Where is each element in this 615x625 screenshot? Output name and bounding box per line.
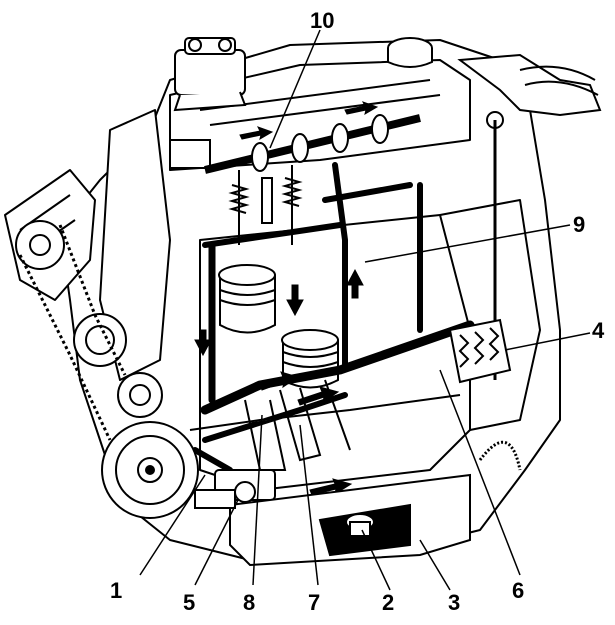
callout-4: 4 bbox=[592, 318, 605, 343]
flywheel-icon bbox=[478, 440, 522, 471]
oil-filter-icon bbox=[448, 318, 512, 384]
distributor-icon bbox=[173, 37, 247, 112]
leader-lines bbox=[139, 29, 591, 591]
callout-5: 5 bbox=[183, 590, 195, 615]
oil-strainer-icon bbox=[194, 489, 236, 509]
piston-icon bbox=[218, 264, 276, 334]
drain-plug-icon bbox=[345, 513, 375, 537]
callout-6: 6 bbox=[512, 578, 524, 603]
pulley-icon bbox=[101, 421, 199, 519]
flow-arrow-icon bbox=[194, 101, 379, 496]
timing-belt-icon bbox=[18, 224, 127, 441]
callout-7: 7 bbox=[308, 590, 320, 615]
camshaft-icon bbox=[169, 114, 421, 174]
callout-9: 9 bbox=[573, 212, 585, 237]
callout-3: 3 bbox=[448, 590, 460, 615]
crankshaft-icon bbox=[189, 379, 461, 471]
callout-2: 2 bbox=[382, 590, 394, 615]
callout-1: 1 bbox=[110, 578, 122, 603]
oil-filler-cap-icon bbox=[387, 37, 433, 68]
callout-8: 8 bbox=[243, 590, 255, 615]
oil-gallery-icon bbox=[192, 162, 475, 498]
bell-housing-icon bbox=[457, 53, 602, 117]
callout-10: 10 bbox=[310, 8, 334, 33]
